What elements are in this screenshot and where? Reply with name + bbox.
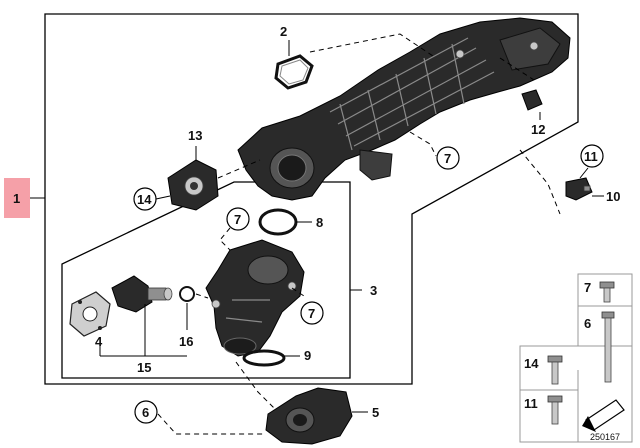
assembly-frame-1 [30,13,579,385]
callout-4-label: 4 [95,334,103,349]
callout-5-label: 5 [372,405,379,420]
callout-8-label: 8 [316,215,323,230]
callout-7a-label: 7 [444,151,451,166]
callout-13-label: 13 [188,128,202,143]
bolt-7-icon [599,281,615,303]
callout-1-label: 1 [13,191,20,206]
bolt-6-icon [601,311,615,383]
callout-11-circle[interactable] [580,144,604,168]
o-ring-part-9[interactable] [242,349,286,367]
connector-part-12[interactable] [521,89,543,111]
callout-14-label: 14 [137,192,152,207]
legend-row-11-label: 11 [524,396,538,411]
callout-3-label: 3 [370,283,377,298]
diagram-reference-number: 250167 [590,432,620,442]
flange-gasket-part-4[interactable] [69,291,111,337]
callout-11-label: 11 [584,149,598,164]
callout-7c-label: 7 [308,306,315,321]
callout-1-marker[interactable]: 1 [4,178,30,218]
fastener-legend: 7 6 14 11 250167 [519,273,633,443]
callout-10-label: 10 [606,189,620,204]
legend-row-6-label: 6 [584,316,591,331]
callout-7c-circle[interactable] [300,301,324,325]
o-ring-part-16[interactable] [179,286,195,302]
gasket-part-2[interactable] [274,54,314,90]
actuator-part-13[interactable] [167,159,219,211]
callout-12-label: 12 [531,122,545,137]
callout-9-label: 9 [304,348,311,363]
throttle-elbow-body[interactable] [205,239,305,357]
callout-16-label: 16 [179,334,193,349]
bolt-14-icon [547,355,563,385]
callout-7a-circle[interactable] [436,146,460,170]
arrow-icon [582,399,625,432]
o-ring-part-8[interactable] [258,208,298,236]
sensor-part-10[interactable] [565,177,593,201]
bolt-11-icon [547,395,563,425]
housing-part-5[interactable] [265,387,353,445]
legend-row-14-label: 14 [524,356,539,371]
valve-part-15[interactable] [111,275,173,313]
callout-6-circle[interactable] [134,400,158,424]
callout-6-label: 6 [142,405,149,420]
callout-15-label: 15 [137,360,151,375]
callout-2-label: 2 [280,24,287,39]
callout-7b-circle[interactable] [226,207,250,231]
callout-7b-label: 7 [234,212,241,227]
intake-manifold[interactable] [237,17,571,201]
legend-row-7-label: 7 [584,280,591,295]
